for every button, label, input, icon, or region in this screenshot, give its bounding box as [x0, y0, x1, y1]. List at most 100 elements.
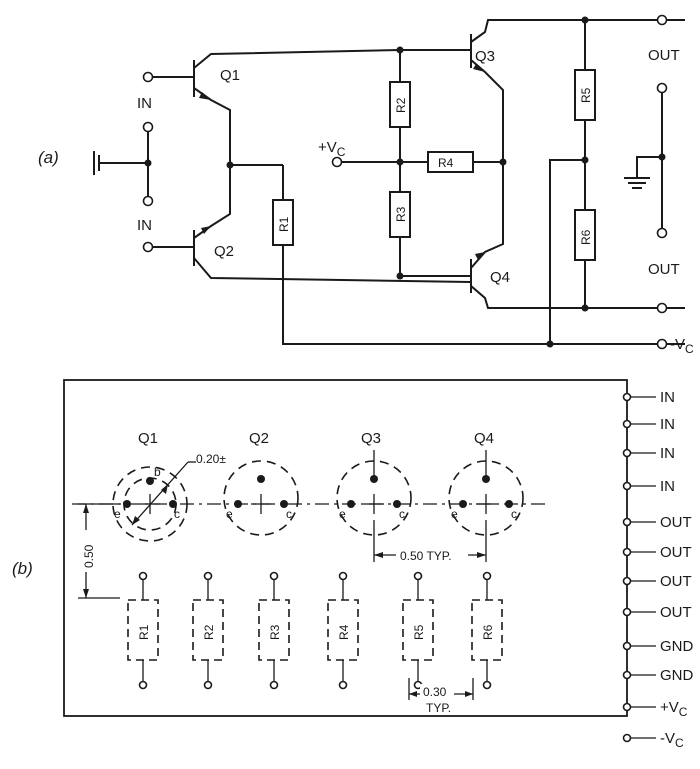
- output-label-2: OUT: [648, 261, 680, 278]
- q1-pin-b: b: [154, 465, 161, 479]
- pin-7: OUT: [622, 573, 692, 590]
- output-label-1: OUT: [648, 47, 680, 64]
- svg-text:IN: IN: [660, 389, 675, 406]
- dim-resistor-pitch-note: TYP.: [426, 701, 451, 715]
- q4-pin-e: e: [451, 507, 458, 521]
- panel-a-label: (a): [38, 148, 59, 167]
- pin-1: IN: [622, 389, 675, 406]
- q3-pin-c: c: [399, 507, 405, 521]
- q2-footprint-label: Q2: [249, 430, 269, 447]
- pin-2: IN: [622, 416, 675, 433]
- dim-vertical-label: 0.50: [82, 544, 96, 568]
- panel-b-label: (b): [12, 559, 33, 578]
- dim-vertical: 0.50: [76, 503, 120, 599]
- svg-text:IN: IN: [660, 445, 675, 462]
- pin-6: OUT: [622, 544, 692, 561]
- pin-3: IN: [622, 445, 675, 462]
- footprint-r4: R4: [327, 571, 359, 690]
- output-terminal-1: [656, 14, 668, 26]
- svg-text:OUT: OUT: [660, 544, 692, 561]
- q1-pin-c: c: [174, 507, 180, 521]
- r6-footprint-label: R6: [481, 624, 495, 640]
- q4-footprint-label: Q4: [474, 430, 494, 447]
- pin-12: -VC: [622, 730, 684, 750]
- footprint-r3: R3: [258, 571, 290, 690]
- q1-label: Q1: [220, 67, 240, 84]
- footprint-r2: R2: [192, 571, 224, 690]
- vee-label: -VC: [670, 336, 694, 356]
- dim-transistor-pitch: 0.50 TYP.: [373, 520, 487, 563]
- pin-4: IN: [622, 478, 675, 495]
- q1-footprint-label: Q1: [138, 430, 158, 447]
- svg-text:-VC: -VC: [660, 730, 684, 750]
- q2-pin-e: e: [226, 507, 233, 521]
- r2-footprint-label: R2: [202, 624, 216, 640]
- pin-9: GND: [622, 638, 694, 655]
- output-terminal-2: [656, 302, 668, 314]
- svg-text:+VC: +VC: [660, 699, 688, 719]
- resistor-r4: R4: [427, 151, 503, 173]
- pin-11: +VC: [622, 699, 688, 719]
- r5-label: R5: [579, 87, 593, 103]
- pin-10: GND: [622, 667, 694, 684]
- footprint-q3: Q3 e c: [336, 430, 412, 536]
- q1-pin-e: e: [114, 507, 121, 521]
- input-terminal-1b: [142, 121, 154, 133]
- resistor-r2: R2: [389, 81, 411, 128]
- footprint-r5: R5: [402, 571, 434, 690]
- input-terminal-2: [142, 241, 154, 253]
- q2-label: Q2: [214, 243, 234, 260]
- input-label-2: IN: [137, 217, 152, 234]
- schematic-panel-a: (a) IN IN Q1: [38, 14, 694, 356]
- q3-label: Q3: [475, 48, 495, 65]
- footprint-q1: Q1 e b c 0.20±: [112, 430, 226, 542]
- dim-resistor-pitch: 0.30 TYP.: [408, 678, 474, 715]
- edge-connector: IN IN IN IN OUT OUT OUT OUT GND GND +VC …: [622, 389, 694, 750]
- resistor-r1: R1: [272, 165, 685, 345]
- svg-text:OUT: OUT: [660, 573, 692, 590]
- vcc-label: +VC: [318, 139, 346, 159]
- layout-panel-b: (b) 0.50 Q1 e: [12, 379, 694, 750]
- svg-text:GND: GND: [660, 638, 694, 655]
- transistor-q3: Q3: [400, 19, 685, 162]
- resistor-r3: R3: [389, 191, 411, 238]
- transistor-q2: Q2: [153, 165, 471, 283]
- footprint-q2: Q2 e c: [223, 430, 299, 536]
- r4-footprint-label: R4: [337, 624, 351, 640]
- pin-8: OUT: [622, 604, 692, 621]
- r1-label: R1: [277, 216, 291, 232]
- svg-text:OUT: OUT: [660, 514, 692, 531]
- r6-label: R6: [579, 229, 593, 245]
- r5-footprint-label: R5: [412, 624, 426, 640]
- resistor-r5: R5: [574, 69, 596, 121]
- q2-pin-c: c: [286, 507, 292, 521]
- footprint-r6: R6: [471, 571, 503, 690]
- transistor-q1: Q1: [153, 49, 401, 165]
- q4-label: Q4: [490, 269, 510, 286]
- r2-label: R2: [394, 97, 408, 113]
- vee-terminal: [656, 338, 668, 350]
- output-ground-top-terminal: [656, 82, 668, 94]
- r3-footprint-label: R3: [268, 624, 282, 640]
- input-terminal-1: [142, 71, 154, 83]
- q3-footprint-label: Q3: [361, 430, 381, 447]
- pin-5: OUT: [622, 514, 692, 531]
- input-ground-symbol: [93, 131, 152, 197]
- footprint-r1: R1: [127, 571, 159, 690]
- svg-text:OUT: OUT: [660, 604, 692, 621]
- svg-text:GND: GND: [660, 667, 694, 684]
- q4-pin-c: c: [511, 507, 517, 521]
- input-label-1: IN: [137, 95, 152, 112]
- dim-radius-label: 0.20±: [196, 452, 226, 466]
- resistor-r6: R6: [574, 209, 596, 261]
- vcc-terminal: [331, 156, 343, 168]
- r3-label: R3: [394, 206, 408, 222]
- q3-pin-e: e: [339, 507, 346, 521]
- dim-resistor-pitch-label: 0.30: [423, 685, 447, 699]
- dim-transistor-pitch-label: 0.50 TYP.: [400, 549, 452, 563]
- r4-label: R4: [438, 156, 454, 170]
- r1-footprint-label: R1: [137, 624, 151, 640]
- footprint-q4: Q4 e c: [448, 430, 524, 536]
- svg-text:IN: IN: [660, 478, 675, 495]
